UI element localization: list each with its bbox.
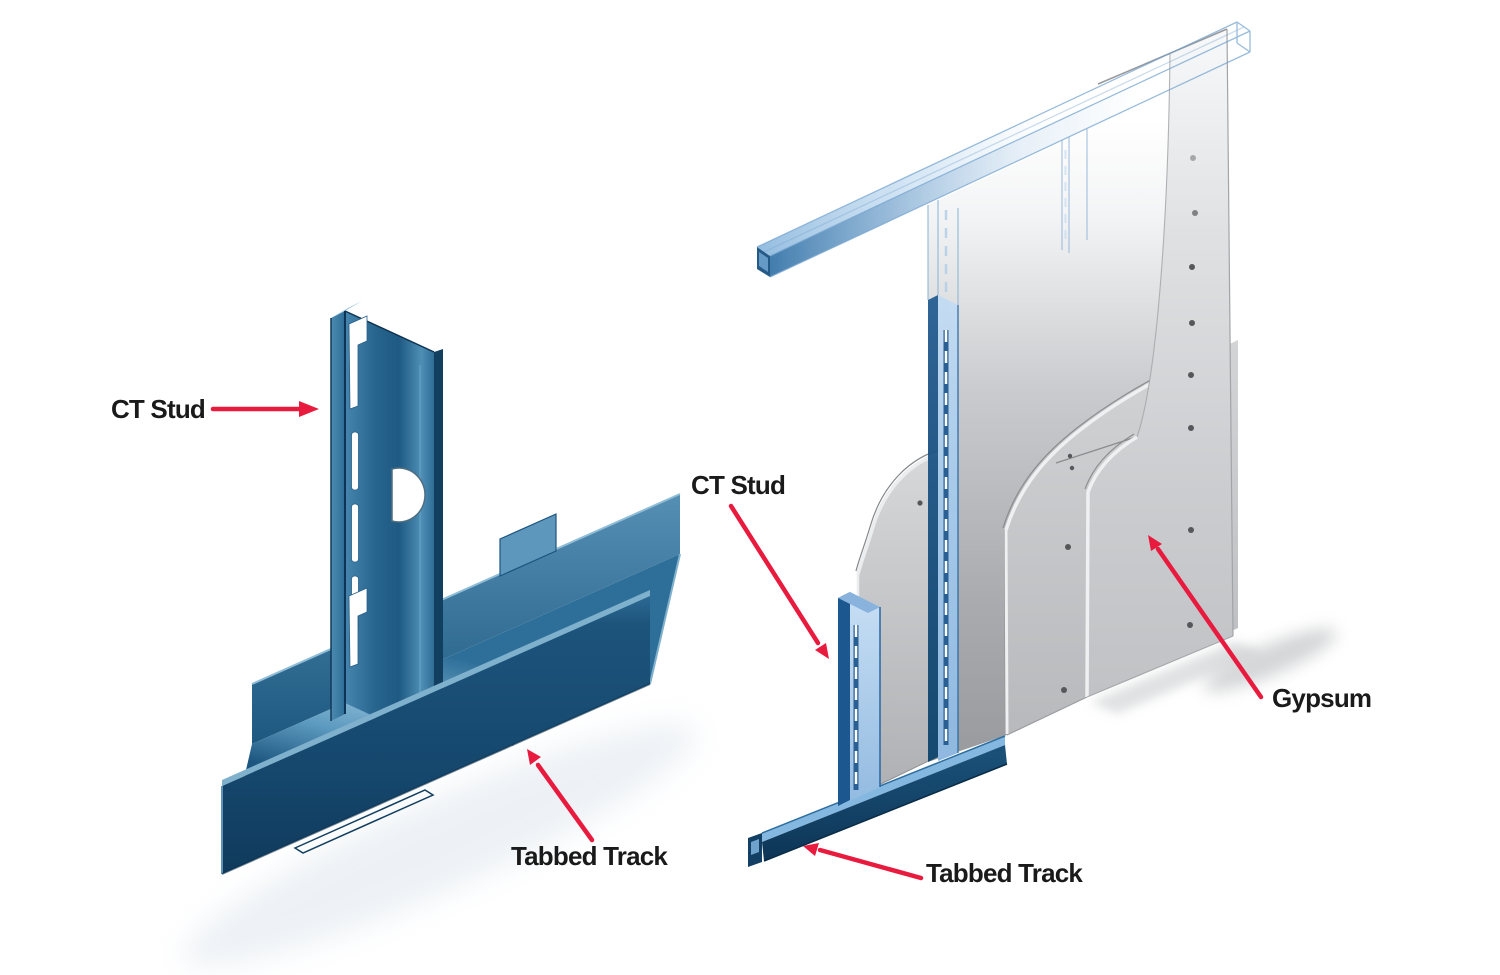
right-illustration-wall-assembly xyxy=(748,21,1337,867)
label-right-ct-stud: CT Stud xyxy=(691,470,786,500)
stud-slot xyxy=(351,503,359,563)
screw-dot xyxy=(1067,453,1073,459)
soft-shadow xyxy=(183,723,697,967)
screw-dot-column xyxy=(1187,155,1198,628)
arrow-right-ct-stud xyxy=(728,503,829,659)
tabbed-track-front-flange xyxy=(221,590,651,875)
arrow-left-tabbed-track xyxy=(527,749,595,843)
stud-notch xyxy=(348,587,368,668)
left-illustration-ct-stud-in-track xyxy=(183,301,697,967)
ground-shadow xyxy=(1203,628,1337,692)
ground-shadow xyxy=(1090,641,1262,714)
panel-right-edge xyxy=(1226,28,1234,637)
label-right-tabbed-track: Tabbed Track xyxy=(926,858,1083,888)
arrow-right-gypsum xyxy=(1148,535,1264,700)
gypsum-liner-panel xyxy=(928,92,1170,762)
tabbed-track-bottom-graphic xyxy=(748,735,1008,867)
stud-notch xyxy=(348,315,368,410)
screw-dot xyxy=(917,500,923,506)
label-right-gypsum: Gypsum xyxy=(1272,683,1372,713)
gypsum-panel-front-graphic xyxy=(1084,28,1234,698)
arrow-left-ct-stud xyxy=(210,401,319,417)
screw-dot xyxy=(1061,687,1067,693)
label-left-tabbed-track: Tabbed Track xyxy=(511,841,668,871)
screw-dot xyxy=(1069,465,1075,471)
panel-ghost-edge xyxy=(1136,52,1171,438)
arrow-right-tabbed-track xyxy=(803,843,924,881)
ct-stud-middle-graphic xyxy=(927,200,959,762)
screw-dot xyxy=(1065,544,1071,550)
ct-stud-ghost-graphic xyxy=(1061,129,1088,253)
stud-knockout xyxy=(391,467,426,523)
tabbed-track-top-graphic xyxy=(756,21,1251,278)
ct-stud-left-graphic xyxy=(330,301,443,744)
stud-top-cap xyxy=(331,301,362,318)
ct-stud-right-graphic xyxy=(838,592,881,806)
tab-cutout-outline xyxy=(293,789,435,854)
label-left-ct-stud: CT Stud xyxy=(110,394,206,424)
track-tab xyxy=(499,513,557,577)
stud-slot xyxy=(351,431,359,491)
annotation-arrows xyxy=(210,401,1264,881)
